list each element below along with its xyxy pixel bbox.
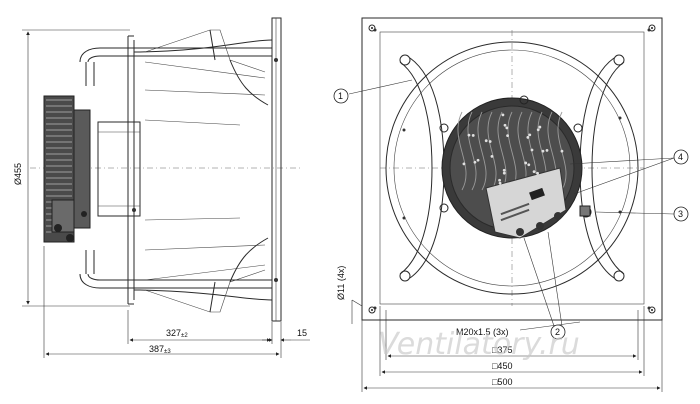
watermark: Ventilatory.ru bbox=[378, 327, 580, 362]
flange-thickness-label: 15 bbox=[297, 328, 307, 338]
svg-text:1: 1 bbox=[338, 91, 343, 101]
side-mounting-plate bbox=[271, 17, 282, 322]
front-inlet-circle bbox=[385, 41, 639, 295]
svg-text:4: 4 bbox=[678, 152, 683, 162]
side-strut-top bbox=[85, 62, 95, 86]
svg-text:2: 2 bbox=[555, 327, 560, 337]
diameter-label: Ø455 bbox=[13, 163, 23, 185]
front-motor-electronics bbox=[439, 95, 592, 239]
svg-text:3: 3 bbox=[678, 209, 683, 219]
square-375-label: □375 bbox=[492, 345, 512, 355]
side-electronics-housing bbox=[43, 95, 91, 243]
depth-outer-label: 387±3 bbox=[149, 344, 171, 355]
side-impeller bbox=[144, 29, 269, 313]
thread-label: M20x1.5 (3x) bbox=[456, 327, 509, 337]
side-view: Ø455 327±2 387±3 15 bbox=[13, 17, 310, 358]
depth-inner-label: 327±2 bbox=[166, 328, 188, 339]
hole-label: Ø11 (4x) bbox=[336, 266, 346, 300]
corner-holes bbox=[368, 24, 656, 314]
callout-1: 1 bbox=[333, 79, 413, 104]
callout-3: 3 bbox=[595, 206, 689, 222]
side-inlet-ring bbox=[133, 39, 273, 301]
front-plate-500 bbox=[361, 17, 663, 321]
side-strut-bottom bbox=[85, 250, 95, 274]
side-motor-hub bbox=[97, 121, 141, 217]
square-450-label: □450 bbox=[492, 361, 512, 371]
callout-4: 4 bbox=[569, 149, 689, 195]
front-view: 1 4 3 2 Ø11 (4x) M20x1.5 (3x) □ bbox=[333, 17, 689, 392]
square-500-label: □500 bbox=[492, 377, 512, 387]
